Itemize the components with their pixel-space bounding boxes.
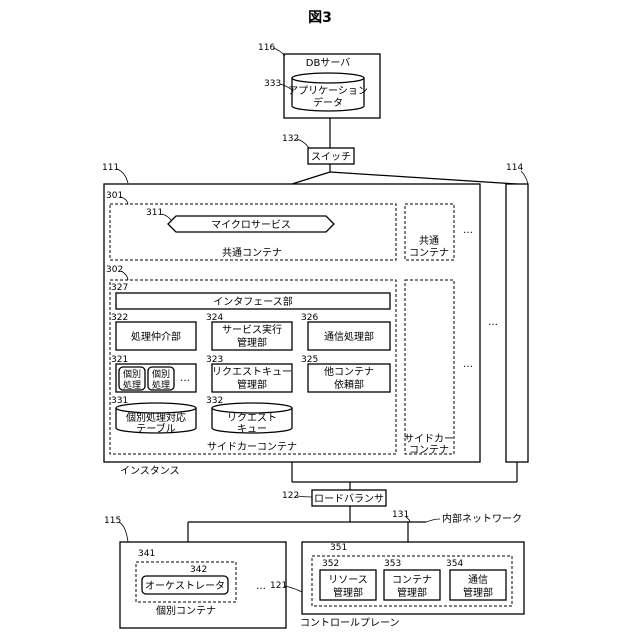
load-balancer-num: 122 <box>282 491 299 501</box>
comm-proc-num: 326 <box>301 313 318 323</box>
sidecar-small-line1: サイドカー <box>404 433 454 445</box>
switch: スイッチ 132 <box>282 134 354 164</box>
app-data-num: 333 <box>264 79 281 89</box>
comm-proc-label: 通信処理部 <box>324 330 374 343</box>
db-server-label: DBサーバ <box>306 57 350 69</box>
service-exec-line1: サービス実行 <box>222 323 282 336</box>
sidecar-small-line2: コンテナ <box>409 444 449 456</box>
internal-network-num: 131 <box>392 510 409 520</box>
comm-mgr-line2: 管理部 <box>463 586 493 599</box>
comm-mgr-line1: 通信 <box>468 574 488 586</box>
common-container-num: 301 <box>106 191 123 201</box>
internal-network-label: 内部ネットワーク <box>442 512 522 525</box>
instance-num: 111 <box>102 163 119 173</box>
container-mgr-num: 353 <box>384 559 401 569</box>
indiv-proc-a-line1: 個別 <box>123 368 141 380</box>
indiv-proc-a-line2: 処理 <box>123 379 141 391</box>
indiv-container-num: 341 <box>138 549 155 559</box>
node115-num: 115 <box>104 516 121 526</box>
application-data-cylinder: アプリケーション データ 333 <box>264 73 368 111</box>
other-container-line1: 他コンテナ <box>324 365 374 378</box>
instance-ellipsis: … <box>488 317 498 328</box>
request-queue-line2: キュー <box>237 424 267 435</box>
interface-num: 327 <box>111 283 128 293</box>
instance-label: インスタンス <box>120 465 180 477</box>
request-queue-line1: リクエスト <box>227 412 277 424</box>
app-data-line2: データ <box>313 96 343 109</box>
rq-mgr-line1: リクエストキュー <box>212 366 292 378</box>
control-plane-label: コントロールプレーン <box>300 617 400 629</box>
rq-mgr-num: 323 <box>206 355 223 365</box>
resource-mgr-num: 352 <box>322 559 339 569</box>
common-small-line2: コンテナ <box>409 247 449 259</box>
container-mgr-line1: コンテナ <box>392 574 432 586</box>
indiv-table-line1: 個別処理対応 <box>126 411 186 424</box>
internal-network: 内部ネットワーク 131 <box>188 510 522 525</box>
load-balancer-label: ロードバランサ <box>314 493 384 505</box>
comm-mgr-num: 354 <box>446 559 463 569</box>
indiv-proc-b-line2: 処理 <box>152 379 170 391</box>
resource-mgr-line1: リソース <box>328 575 368 586</box>
switch-label: スイッチ <box>311 151 351 163</box>
container-mgr-line2: 管理部 <box>397 586 427 599</box>
service-exec-line2: 管理部 <box>237 336 267 349</box>
microservice-num: 311 <box>146 208 163 218</box>
sidecar-num: 302 <box>106 265 123 275</box>
orchestrator-label: オーケストレータ <box>145 580 225 592</box>
microservice-label: マイクロサービス <box>211 219 291 231</box>
indiv-proc-b-line1: 個別 <box>152 368 170 380</box>
db-server-num: 116 <box>258 43 275 53</box>
switch-num: 132 <box>282 134 299 144</box>
service-exec-num: 324 <box>206 313 223 323</box>
proc-broker-num: 322 <box>111 313 128 323</box>
rq-mgr-line2: 管理部 <box>237 378 267 391</box>
app-data-line1: アプリケーション <box>288 85 368 97</box>
sidecar-label: サイドカーコンテナ <box>207 441 297 453</box>
figure-title: 図3 <box>308 10 332 26</box>
interface-label: インタフェース部 <box>213 295 293 308</box>
instance2-num: 114 <box>506 163 523 173</box>
indiv-container-label: 個別コンテナ <box>156 604 216 617</box>
proc-broker-label: 処理仲介部 <box>131 330 181 343</box>
resource-mgr-line2: 管理部 <box>333 586 363 599</box>
node115-ellipsis: … <box>256 581 266 592</box>
control-plane-group-num: 351 <box>330 543 347 553</box>
indiv-proc-ellipsis: … <box>180 373 190 384</box>
load-balancer: ロードバランサ 122 <box>282 490 386 506</box>
common-ellipsis: … <box>463 225 473 236</box>
request-queue-num: 332 <box>206 396 223 406</box>
other-container-num: 325 <box>301 355 318 365</box>
indiv-table-num: 331 <box>111 396 128 406</box>
orchestrator-num: 342 <box>190 565 207 575</box>
sidecar-ellipsis: … <box>463 359 473 370</box>
other-container-line2: 依頼部 <box>334 378 364 391</box>
common-container-label: 共通コンテナ <box>222 247 282 259</box>
instance-114: 114 <box>506 163 528 462</box>
indiv-table-line2: テーブル <box>136 422 175 435</box>
indiv-proc-num: 321 <box>111 355 128 365</box>
common-small-line1: 共通 <box>419 235 439 247</box>
control-plane-num: 121 <box>270 581 287 591</box>
